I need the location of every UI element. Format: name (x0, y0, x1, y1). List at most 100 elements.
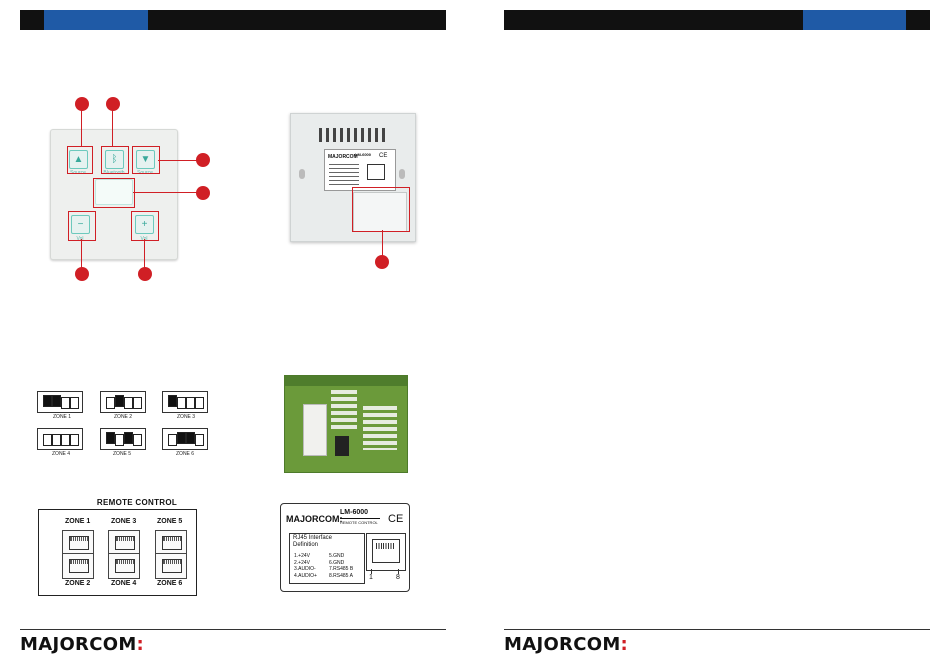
remote-zone-bottom-label: ZONE 2 (65, 580, 91, 587)
dip-zone-caption: ZONE 2 (114, 414, 133, 420)
pcb-connector (303, 404, 327, 456)
callout-line-6 (144, 239, 145, 273)
rj45-socket (115, 559, 135, 573)
callout-frame-connector (352, 187, 410, 232)
callout-dot (75, 267, 89, 281)
callout-dot (75, 97, 89, 111)
back-panel-photo: MAJORCOM LM-6000 CE (290, 113, 416, 242)
dip-switch-toggle (168, 434, 177, 446)
callout-line-7 (382, 230, 383, 258)
mount-hole (299, 169, 305, 179)
footer-logo-left: MAJORCOM: (20, 634, 144, 655)
back-label-port (367, 164, 385, 180)
definition-subtitle: Definition (293, 542, 319, 548)
dip-switch-toggle (133, 434, 142, 446)
dip-zone-caption: ZONE 6 (176, 451, 195, 457)
sticker-model-underline (340, 518, 380, 519)
bluetooth-button: ᛒ (105, 150, 124, 169)
definition-title: RJ45 Interface (293, 535, 333, 541)
definition-box (289, 533, 365, 584)
dip-switch-toggle (106, 432, 115, 444)
pin-list-right: 5.GND 6.GND 7.RS485 B 8.RS485 A (329, 553, 353, 579)
sticker-subtitle: REMOTE CONTROL (340, 520, 378, 525)
dip-switch-toggle (186, 432, 195, 444)
rj45-port-zone2 (62, 553, 94, 579)
panel-display (95, 179, 133, 205)
callout-dot (196, 186, 210, 200)
dip-switch-zone-3 (162, 391, 208, 413)
rj45-port-zone6 (155, 553, 187, 579)
remote-zone-top-label: ZONE 5 (157, 518, 183, 525)
pcb-top-strip (285, 376, 407, 386)
remote-frame (38, 509, 197, 596)
dip-switch-toggle (177, 432, 186, 444)
rj45-pins (70, 560, 88, 564)
rj45-pins (116, 560, 134, 564)
mount-hole (399, 169, 405, 179)
source-up-button: ▲ (69, 150, 88, 169)
callout-frame-up (67, 146, 93, 174)
remote-zone-top-label: ZONE 1 (65, 518, 91, 525)
dip-switch-toggle (43, 434, 52, 446)
sticker-rj45-outline (366, 533, 406, 571)
dip-switch-toggle (61, 434, 70, 446)
callout-line-3 (158, 160, 200, 161)
dip-switch-toggle (168, 395, 177, 407)
back-label-model: LM-6000 (355, 152, 372, 157)
pin-def: 6.GND (329, 559, 345, 566)
pcb-photo (284, 375, 408, 473)
callout-line-2 (112, 110, 113, 146)
dip-switch-toggle (52, 395, 61, 407)
dip-switch-toggle (133, 397, 142, 409)
pin-tick-end (398, 569, 399, 574)
back-label-sticker: MAJORCOM LM-6000 CE (324, 149, 396, 191)
callout-line-1 (81, 110, 82, 146)
callout-line-4 (133, 192, 200, 193)
rj45-socket (115, 536, 135, 550)
pin-def: 5.GND (329, 553, 345, 559)
callout-frame-down (132, 146, 160, 174)
rj45-port-zone4 (108, 553, 140, 579)
footer-brand: MAJORCOM (504, 634, 621, 655)
dip-switch-toggle (124, 432, 133, 444)
footer-colon: : (136, 634, 145, 655)
footer-rule-right (504, 629, 930, 630)
sticker-frame (280, 503, 410, 592)
callout-frame-display (93, 178, 135, 208)
remote-zone-bottom-label: ZONE 6 (157, 580, 183, 587)
rj45-port-zone5 (155, 530, 187, 556)
pin-def: 4.AUDIO+ (294, 572, 317, 579)
callout-dot (375, 255, 389, 269)
rj45-socket (69, 536, 89, 550)
vent-slots (319, 128, 385, 142)
rj45-socket (69, 559, 89, 573)
dip-switch-toggle (115, 395, 124, 407)
dip-zone-caption: ZONE 1 (53, 414, 72, 420)
rj45-socket (162, 559, 182, 573)
dip-switch-zone-2 (100, 391, 146, 413)
dip-switch-toggle (115, 434, 124, 446)
footer-rule-left (20, 629, 446, 630)
rj45-port-zone1 (62, 530, 94, 556)
sticker-model: LM-6000 (340, 509, 369, 516)
back-label-brand: MAJORCOM (328, 154, 358, 160)
remote-title: REMOTE CONTROL (96, 498, 178, 507)
rj45-socket (372, 539, 400, 563)
callout-line-5 (81, 239, 82, 273)
volume-up-button: + (135, 215, 154, 234)
dip-switch-toggle (186, 397, 195, 409)
dip-switch-zone-4 (37, 428, 83, 450)
volume-up-label: Vol (133, 236, 155, 242)
dip-switch-toggle (124, 397, 133, 409)
rj45-pins (163, 560, 181, 564)
ce-mark: CE (388, 513, 404, 525)
dip-switch-toggle (70, 397, 79, 409)
pin-def: 8.RS485 A (329, 572, 353, 579)
rj45-pins (163, 537, 181, 541)
footer-colon: : (620, 634, 629, 655)
remote-zone-bottom-label: ZONE 4 (111, 580, 137, 587)
callout-dot (106, 97, 120, 111)
dip-switch-toggle (61, 397, 70, 409)
header-accent-left (44, 10, 148, 30)
footer-logo-right: MAJORCOM: (504, 634, 628, 655)
